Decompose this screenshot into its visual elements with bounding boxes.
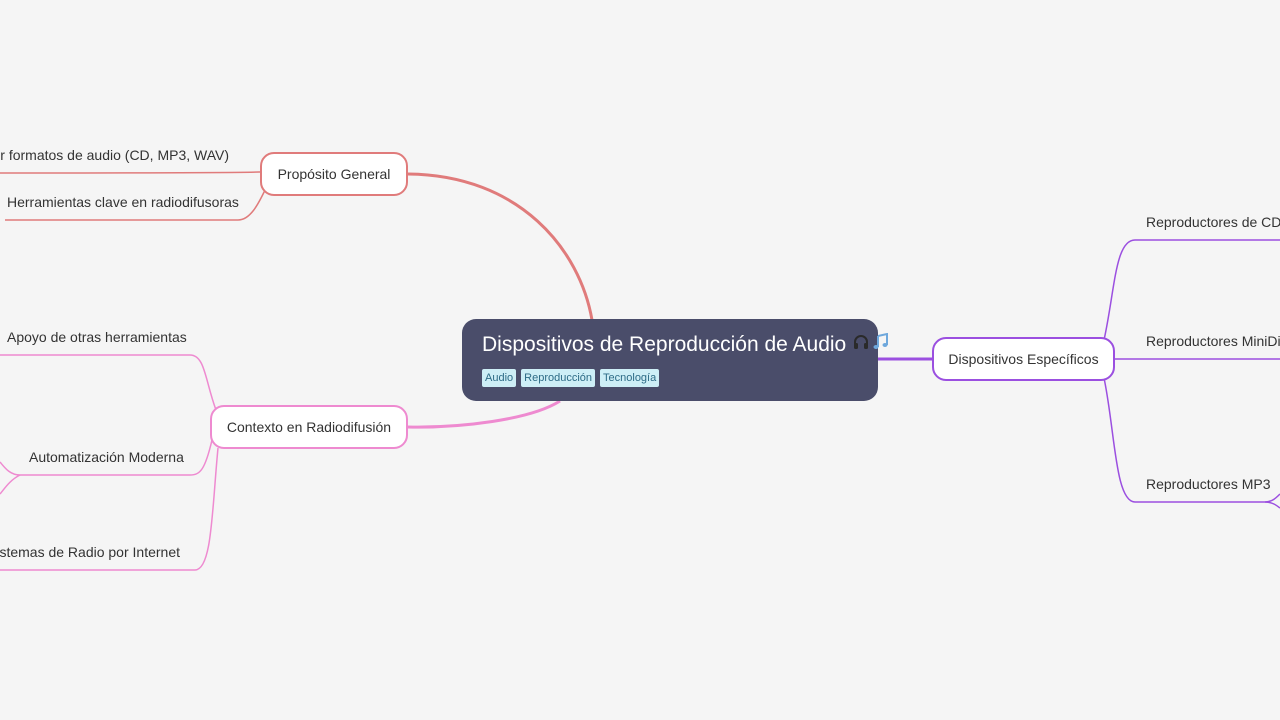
tag-reproduccion[interactable]: Reproducción: [521, 369, 596, 387]
node-contexto-radiodifusion[interactable]: Contexto en Radiodifusión: [210, 405, 408, 449]
leaf-reproductores-minidisc[interactable]: Reproductores MiniDisc: [1146, 333, 1280, 349]
node-dispositivos-especificos[interactable]: Dispositivos Específicos: [932, 337, 1115, 381]
link-root-contexto: [407, 399, 561, 429]
headphones-icon: [852, 331, 870, 359]
link-contexto-child-2b: [0, 474, 21, 495]
link-proposito-child-2: [5, 187, 267, 221]
node-especificos-label: Dispositivos Específicos: [948, 351, 1099, 367]
link-proposito-child-1: [0, 171, 263, 174]
leaf-radio-internet[interactable]: Sistemas de Radio por Internet: [0, 544, 180, 560]
tag-audio[interactable]: Audio: [482, 369, 517, 387]
link-especificos-child-1: [1103, 239, 1280, 341]
music-note-icon: [872, 331, 890, 359]
link-contexto-child-3: [0, 447, 219, 571]
root-node[interactable]: Dispositivos de Reproducción de Audio: [462, 319, 889, 401]
leaf-apoyo-herramientas[interactable]: Apoyo de otras herramientas: [7, 329, 187, 345]
root-tags: Audio Reproducción Tecnología: [482, 369, 858, 387]
node-proposito-general[interactable]: Propósito General: [260, 152, 408, 196]
leaf-reproductores-cd[interactable]: Reproductores de CD: [1146, 214, 1280, 230]
link-especificos-child-3b: [1264, 493, 1280, 503]
link-contexto-child-2: [0, 439, 213, 476]
leaf-herramientas-clave[interactable]: Herramientas clave en radiodifusoras: [7, 194, 239, 210]
link-especificos-child-3: [1103, 377, 1280, 509]
leaf-automatizacion-moderna[interactable]: Automatización Moderna: [29, 449, 184, 465]
node-contexto-label: Contexto en Radiodifusión: [226, 419, 392, 435]
root-title: Dispositivos de Reproducción de Audio: [482, 333, 847, 356]
node-proposito-general-label: Propósito General: [277, 166, 391, 182]
leaf-reproducir-formatos[interactable]: Reproducir formatos de audio (CD, MP3, W…: [0, 147, 229, 163]
leaf-reproductores-mp3[interactable]: Reproductores MP3: [1146, 476, 1271, 492]
link-contexto-child-1: [0, 354, 217, 411]
link-root-proposito: [407, 172, 594, 321]
tag-tecnologia[interactable]: Tecnología: [600, 369, 660, 387]
